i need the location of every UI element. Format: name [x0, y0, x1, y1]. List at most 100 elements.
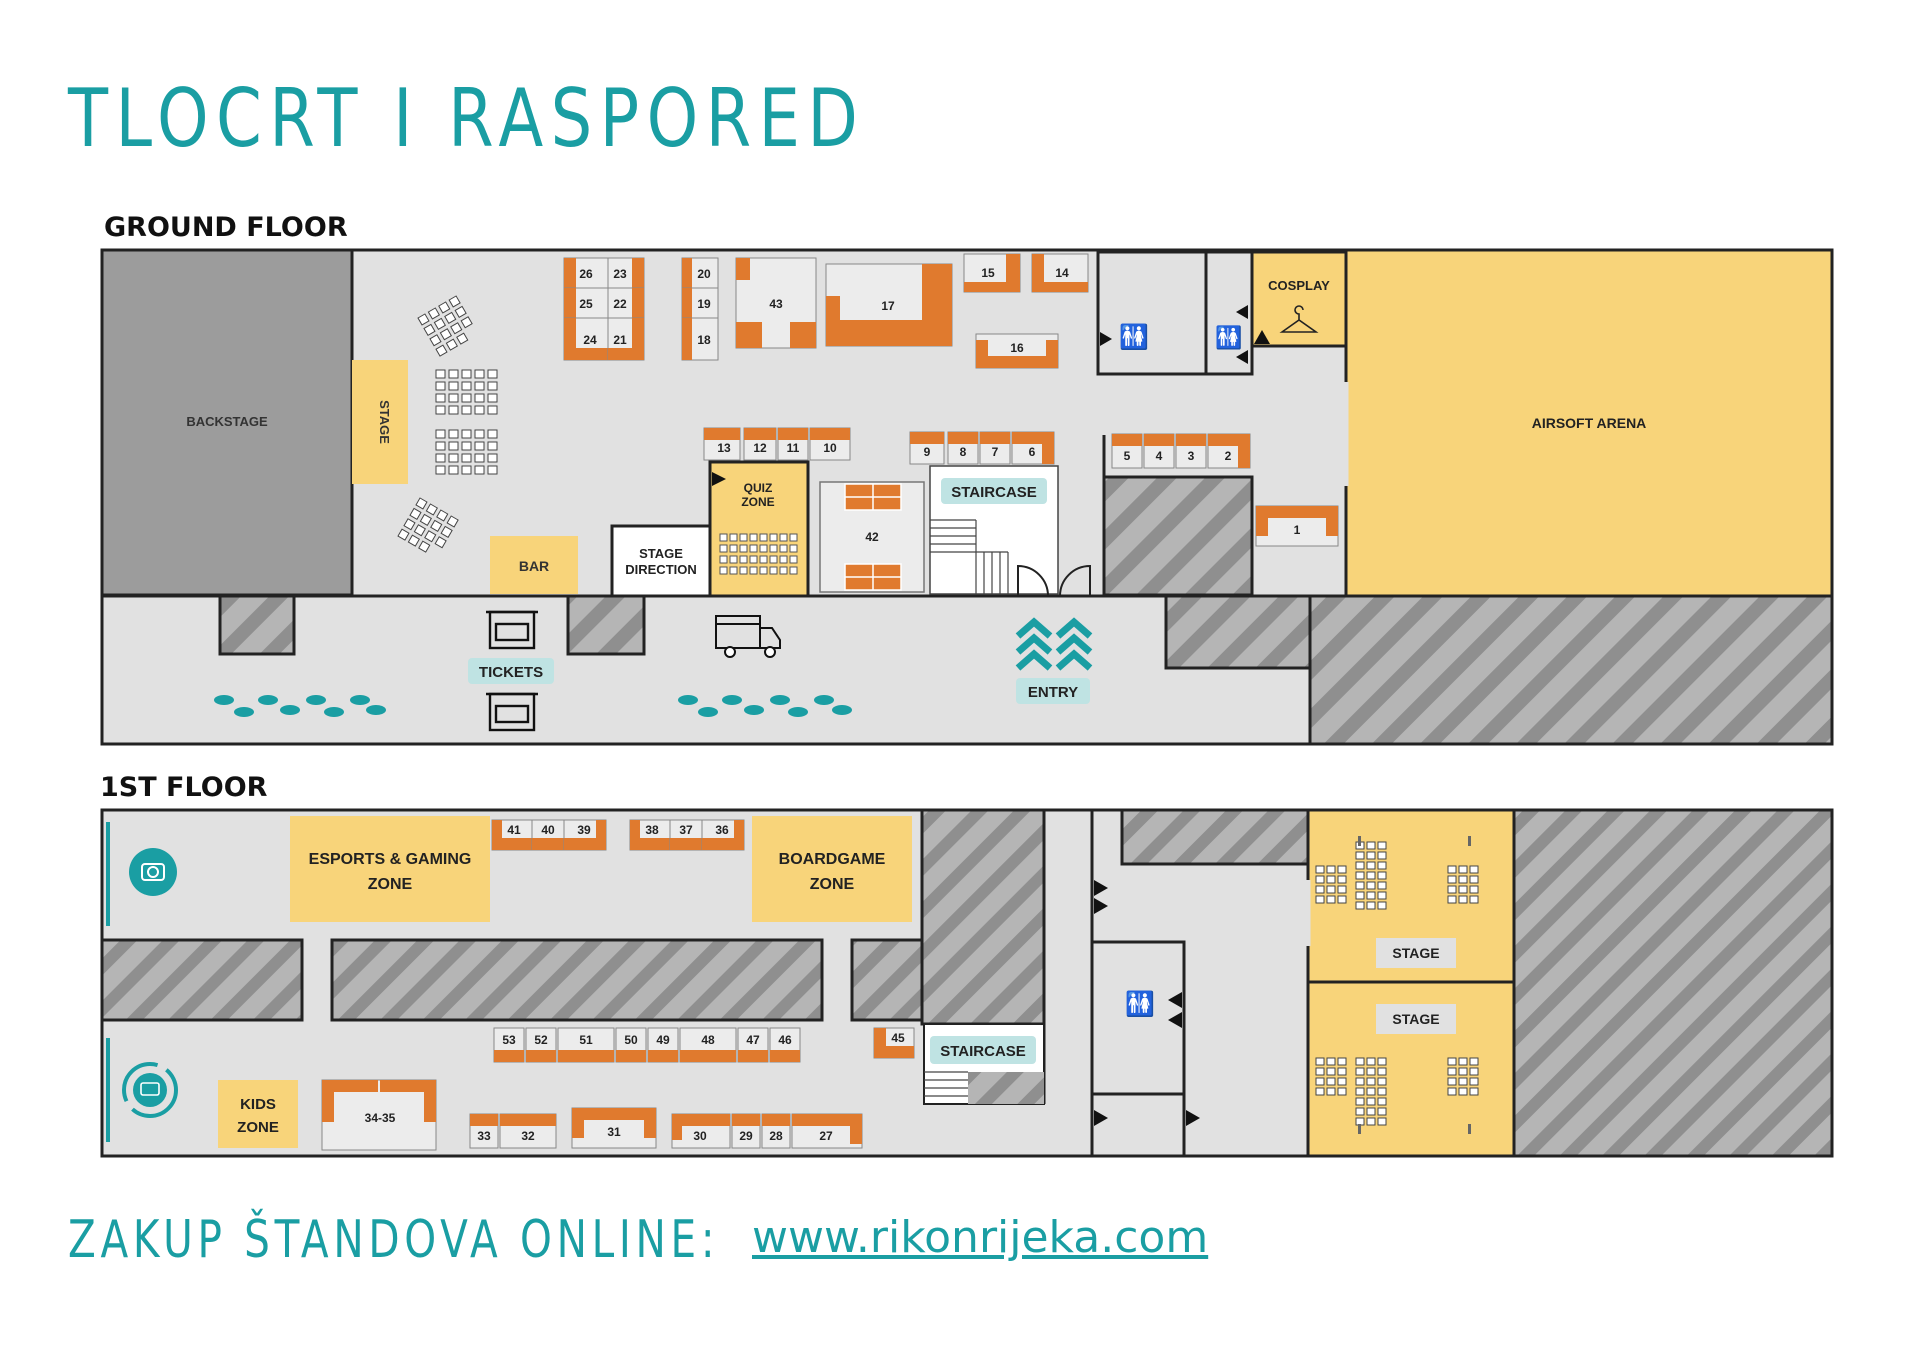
booth-36[interactable]: 36 [701, 819, 745, 851]
svg-text:15: 15 [981, 266, 995, 280]
svg-text:46: 46 [778, 1033, 792, 1047]
booth-29[interactable]: 29 [731, 1113, 761, 1149]
booth-39[interactable]: 39 [563, 819, 607, 851]
svg-text:32: 32 [521, 1129, 535, 1143]
booth-8[interactable]: 8 [947, 431, 979, 465]
booth-16[interactable]: 16 [975, 333, 1059, 369]
svg-text:18: 18 [697, 333, 711, 347]
booth-5[interactable]: 5 [1111, 433, 1143, 469]
seating-first-stages [1315, 841, 1479, 1126]
restroom-icon-2: 🚻 [1215, 325, 1242, 350]
ground-floor-label: GROUND FLOOR [104, 212, 348, 243]
svg-text:10: 10 [823, 441, 837, 455]
booth-50[interactable]: 50 [615, 1027, 647, 1063]
booth-26[interactable]: 26 [563, 257, 609, 289]
cosplay-label: COSPLAY [1268, 278, 1330, 293]
svg-text:1: 1 [1294, 523, 1301, 537]
kids-label-2: ZONE [237, 1119, 279, 1136]
footprints-icon [214, 695, 852, 717]
booth-7[interactable]: 7 [979, 431, 1011, 465]
booth-6[interactable]: 6 [1011, 431, 1055, 465]
stage-direction-label-2: DIRECTION [625, 562, 697, 577]
svg-text:11: 11 [787, 441, 800, 455]
booth-10[interactable]: 10 [809, 427, 851, 461]
booth-11[interactable]: 11 [777, 427, 809, 461]
booth-13[interactable]: 13 [703, 427, 741, 461]
booth-25[interactable]: 25 [563, 287, 609, 319]
svg-text:14: 14 [1055, 266, 1069, 280]
svg-text:40: 40 [541, 823, 555, 837]
booth-18[interactable]: 18 [681, 317, 719, 361]
svg-text:51: 51 [579, 1033, 593, 1047]
stage-top-badge [1376, 938, 1456, 968]
photo-point-icon [129, 848, 177, 896]
booth-21[interactable]: 21 [607, 317, 645, 361]
booth-22[interactable]: 22 [607, 287, 645, 319]
booth-30[interactable]: 30 [671, 1113, 731, 1149]
booth-49[interactable]: 49 [647, 1027, 679, 1063]
booth-46[interactable]: 46 [769, 1027, 801, 1063]
booth-48[interactable]: 48 [679, 1027, 737, 1063]
staircase-label-first: STAIRCASE [940, 1043, 1026, 1060]
booth-28[interactable]: 28 [761, 1113, 791, 1149]
booth-31[interactable]: 31 [571, 1107, 657, 1149]
seating-stage [397, 295, 498, 553]
backstage-label: BACKSTAGE [186, 414, 268, 429]
booth-33[interactable]: 33 [469, 1113, 499, 1149]
booth-15[interactable]: 15 [963, 253, 1021, 293]
booth-52[interactable]: 52 [525, 1027, 557, 1063]
stage-bottom-badge [1376, 1004, 1456, 1034]
svg-text:8: 8 [960, 445, 967, 459]
booth-43[interactable]: 43 [735, 257, 817, 349]
tickets-badge [468, 658, 554, 684]
svg-text:7: 7 [992, 445, 999, 459]
booth-45[interactable]: 45 [873, 1027, 915, 1059]
booth-38[interactable]: 38 [629, 819, 671, 851]
booth-37[interactable]: 37 [669, 819, 703, 851]
booth-3[interactable]: 3 [1175, 433, 1207, 469]
svg-text:28: 28 [769, 1129, 783, 1143]
first-floor-label: 1ST FLOOR [100, 772, 268, 803]
booth-4[interactable]: 4 [1143, 433, 1175, 469]
stage-area [352, 360, 408, 484]
boardgame-zone [752, 816, 912, 922]
esports-label: ESPORTS & GAMING [309, 851, 472, 868]
booth-2[interactable]: 2 [1207, 433, 1251, 469]
booth-32[interactable]: 32 [499, 1113, 557, 1149]
svg-text:26: 26 [579, 267, 593, 281]
booth-40[interactable]: 40 [531, 819, 565, 851]
svg-text:4: 4 [1156, 449, 1163, 463]
booth-47[interactable]: 47 [737, 1027, 769, 1063]
food-truck-icon [715, 615, 781, 658]
booth-27[interactable]: 27 [791, 1113, 863, 1149]
svg-text:27: 27 [819, 1129, 833, 1143]
booth-12[interactable]: 12 [743, 427, 777, 461]
booth-20[interactable]: 20 [681, 257, 719, 289]
ground-floor-plan: BACKSTAGE STAGE [100, 248, 1834, 746]
ticket-booth-icon [486, 610, 538, 732]
booth-53[interactable]: 53 [493, 1027, 525, 1063]
svg-text:33: 33 [477, 1129, 491, 1143]
svg-text:52: 52 [534, 1033, 548, 1047]
booth-1[interactable]: 1 [1255, 505, 1339, 547]
booth-19[interactable]: 19 [681, 287, 719, 319]
booth-34-35[interactable]: 34-35 [321, 1079, 437, 1151]
booth-23[interactable]: 23 [607, 257, 645, 289]
boardgame-label-2: ZONE [810, 876, 855, 893]
svg-text:21: 21 [613, 333, 627, 347]
booth-24[interactable]: 24 [563, 317, 609, 361]
stage-bottom-label: STAGE [1392, 1011, 1439, 1027]
bar-area [490, 536, 578, 594]
booth-14[interactable]: 14 [1031, 253, 1089, 293]
footer-label: ZAKUP ŠTANDOVA ONLINE: [68, 1210, 720, 1270]
svg-text:48: 48 [701, 1033, 715, 1047]
booth-9[interactable]: 9 [909, 431, 945, 465]
svg-text:23: 23 [613, 267, 627, 281]
booth-51[interactable]: 51 [557, 1027, 615, 1063]
booth-41[interactable]: 41 [491, 819, 533, 851]
booth-17[interactable]: 17 [825, 263, 953, 347]
website-link[interactable]: www.rikonrijeka.com [752, 1212, 1209, 1263]
tickets-label: TICKETS [479, 664, 543, 681]
svg-text:24: 24 [583, 333, 597, 347]
